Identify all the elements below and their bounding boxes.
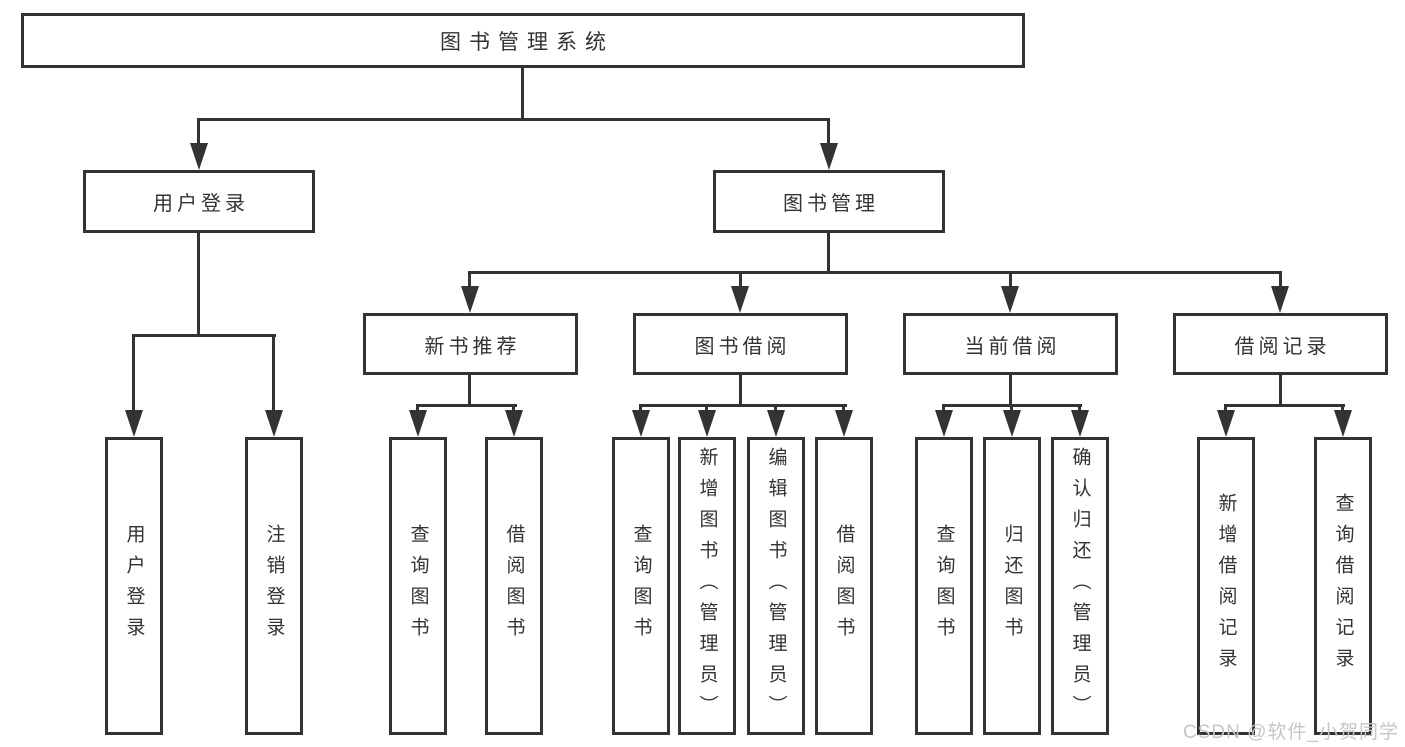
node-label: 查询图书 (630, 524, 652, 648)
leaf-logout: 注销登录 (245, 437, 303, 735)
arrow-down-icon (935, 410, 953, 437)
connector-drop (1224, 404, 1227, 414)
connector-drop-borrowing-records (1279, 271, 1282, 289)
connector-book-management-stem (827, 232, 830, 274)
leaf-borrow-books-recommend: 借阅图书 (485, 437, 543, 735)
connector-user-login-stem (197, 232, 200, 337)
arrow-down-icon (1271, 286, 1289, 313)
node-book-borrowing: 图书借阅 (633, 313, 848, 375)
connector-drop-current-borrowing (1009, 271, 1012, 289)
node-label: 借阅图书 (503, 524, 525, 648)
connector-drop (1010, 404, 1013, 414)
node-label: 新增图书（管理员） (696, 446, 718, 726)
connector-drop (774, 404, 777, 414)
node-label: 图书借阅 (694, 335, 791, 358)
node-label: 查询图书 (407, 524, 429, 648)
leaf-add-borrow-record: 新增借阅记录 (1197, 437, 1255, 735)
watermark: CSDN @软件_小贺同学 (1183, 722, 1399, 743)
connector-drop-user-login (197, 118, 200, 146)
node-library-management-system: 图书管理系统 (21, 13, 1025, 68)
connector-drop-book-management (827, 118, 830, 146)
connector-current-stem (1009, 374, 1012, 407)
connector-drop-new-book-recommend (468, 271, 471, 289)
node-label: 用户登录 (123, 524, 145, 648)
connector-recommend-bus (416, 404, 517, 407)
connector-user-login-bus (132, 334, 276, 337)
node-label: 借阅图书 (833, 524, 855, 648)
arrow-down-icon (1334, 410, 1352, 437)
arrow-down-icon (767, 410, 785, 437)
connector-records-stem (1279, 374, 1282, 407)
connector-drop (1078, 404, 1081, 414)
node-label: 查询借阅记录 (1332, 493, 1354, 679)
node-label: 新增借阅记录 (1215, 493, 1237, 679)
connector-records-bus (1224, 404, 1345, 407)
connector-drop-leaf-user-login (132, 334, 135, 412)
connector-drop (942, 404, 945, 414)
node-new-book-recommend: 新书推荐 (363, 313, 578, 375)
leaf-query-books-recommend: 查询图书 (389, 437, 447, 735)
leaf-user-login: 用户登录 (105, 437, 163, 735)
node-label: 新书推荐 (424, 335, 521, 358)
leaf-add-books-admin: 新增图书（管理员） (678, 437, 736, 735)
connector-drop-leaf-logout (272, 334, 275, 412)
node-label: 借阅记录 (1234, 335, 1331, 358)
node-user-login: 用户登录 (83, 170, 315, 233)
node-current-borrowing: 当前借阅 (903, 313, 1118, 375)
arrow-down-icon (632, 410, 650, 437)
node-label: 查询图书 (933, 524, 955, 648)
arrow-down-icon (1071, 410, 1089, 437)
arrow-down-icon (125, 410, 143, 437)
node-label: 图书管理系统 (440, 30, 614, 54)
connector-drop-book-borrowing (739, 271, 742, 289)
connector-drop (1341, 404, 1344, 414)
arrow-down-icon (731, 286, 749, 313)
arrow-down-icon (265, 410, 283, 437)
arrow-down-icon (461, 286, 479, 313)
arrow-down-icon (1001, 286, 1019, 313)
leaf-borrow-books: 借阅图书 (815, 437, 873, 735)
arrow-down-icon (1003, 410, 1021, 437)
connector-root-bus (197, 118, 830, 121)
leaf-query-books-borrow: 查询图书 (612, 437, 670, 735)
arrow-down-icon (190, 143, 208, 170)
connector-book-management-bus (468, 271, 1282, 274)
connector-recommend-stem (468, 374, 471, 407)
leaf-query-books-current: 查询图书 (915, 437, 973, 735)
node-label: 图书管理 (783, 193, 879, 215)
node-label: 用户登录 (153, 193, 249, 215)
arrow-down-icon (409, 410, 427, 437)
arrow-down-icon (820, 143, 838, 170)
node-label: 编辑图书（管理员） (765, 446, 787, 726)
node-label: 当前借阅 (964, 335, 1061, 358)
connector-drop (512, 404, 515, 414)
arrow-down-icon (1217, 410, 1235, 437)
connector-drop (639, 404, 642, 414)
leaf-return-books: 归还图书 (983, 437, 1041, 735)
connector-root-stem (521, 67, 524, 121)
arrow-down-icon (698, 410, 716, 437)
leaf-query-borrow-record: 查询借阅记录 (1314, 437, 1372, 735)
connector-drop (842, 404, 845, 414)
node-label: 归还图书 (1001, 524, 1023, 648)
leaf-confirm-return-admin: 确认归还（管理员） (1051, 437, 1109, 735)
arrow-down-icon (505, 410, 523, 437)
connector-borrowing-stem (739, 374, 742, 407)
node-book-management: 图书管理 (713, 170, 945, 233)
arrow-down-icon (835, 410, 853, 437)
node-label: 确认归还（管理员） (1069, 446, 1091, 726)
node-borrowing-records: 借阅记录 (1173, 313, 1388, 375)
connector-drop (416, 404, 419, 414)
leaf-edit-books-admin: 编辑图书（管理员） (747, 437, 805, 735)
connector-borrowing-bus (639, 404, 847, 407)
node-label: 注销登录 (263, 524, 285, 648)
connector-drop (705, 404, 708, 414)
